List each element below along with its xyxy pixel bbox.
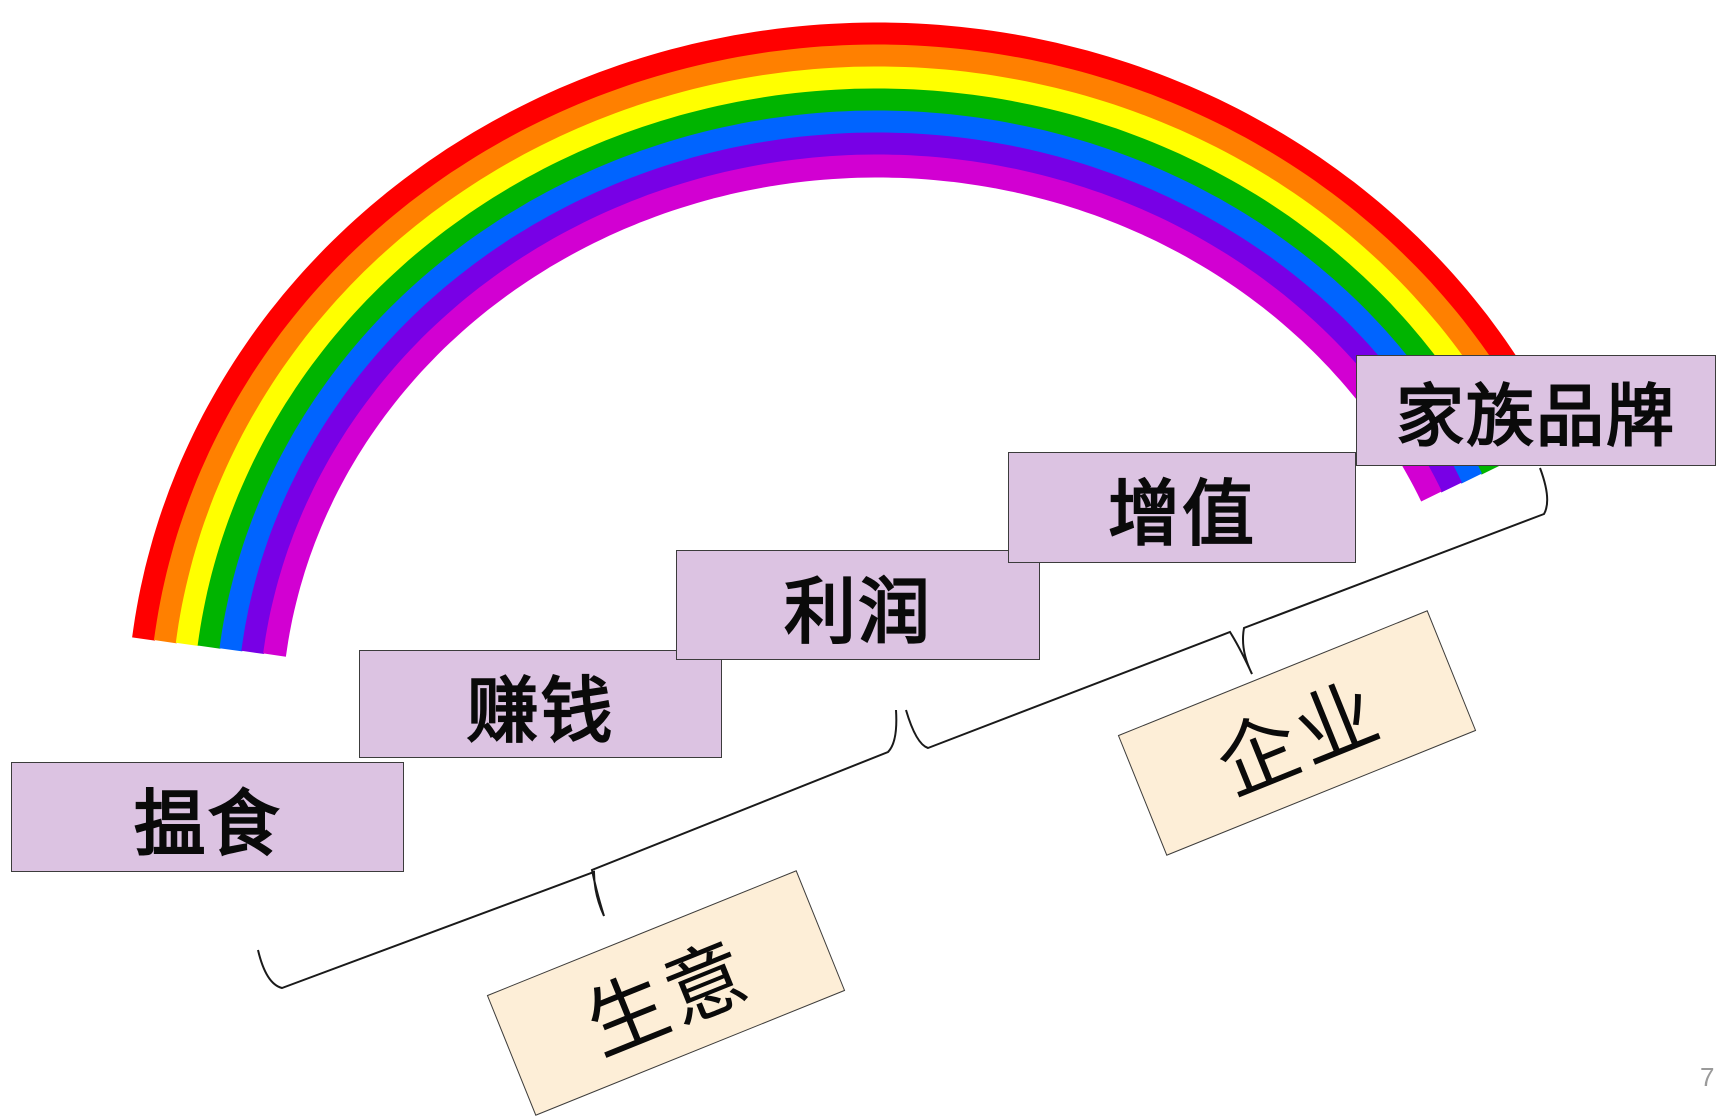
step-4-label: 增值 [1107, 472, 1256, 556]
step-1-box: 揾食 [11, 762, 404, 872]
page-number: 7 [1700, 1062, 1715, 1092]
rainbow-band-7 [263, 154, 1442, 657]
step-3-label: 利润 [783, 569, 932, 654]
rainbow-band-5 [219, 110, 1483, 652]
rainbow-band-1 [132, 22, 1563, 641]
brace-enterprise [905, 467, 1549, 750]
step-3-box: 利润 [676, 550, 1040, 660]
step-2-box: 赚钱 [359, 650, 722, 758]
rainbow-band-2 [153, 44, 1543, 644]
rainbow-band-6 [241, 132, 1462, 655]
step-5-box: 家族品牌 [1356, 355, 1716, 466]
grouping-braces [257, 467, 1549, 990]
step-2-label: 赚钱 [466, 668, 615, 753]
step-5-label: 家族品牌 [1395, 378, 1676, 457]
rainbow-band-4 [197, 88, 1503, 649]
brace-business [257, 709, 898, 990]
step-4-box: 增值 [1008, 452, 1356, 563]
step-1-label: 揾食 [133, 781, 282, 866]
rainbow-arc [132, 22, 1563, 657]
rainbow-band-3 [175, 66, 1523, 647]
